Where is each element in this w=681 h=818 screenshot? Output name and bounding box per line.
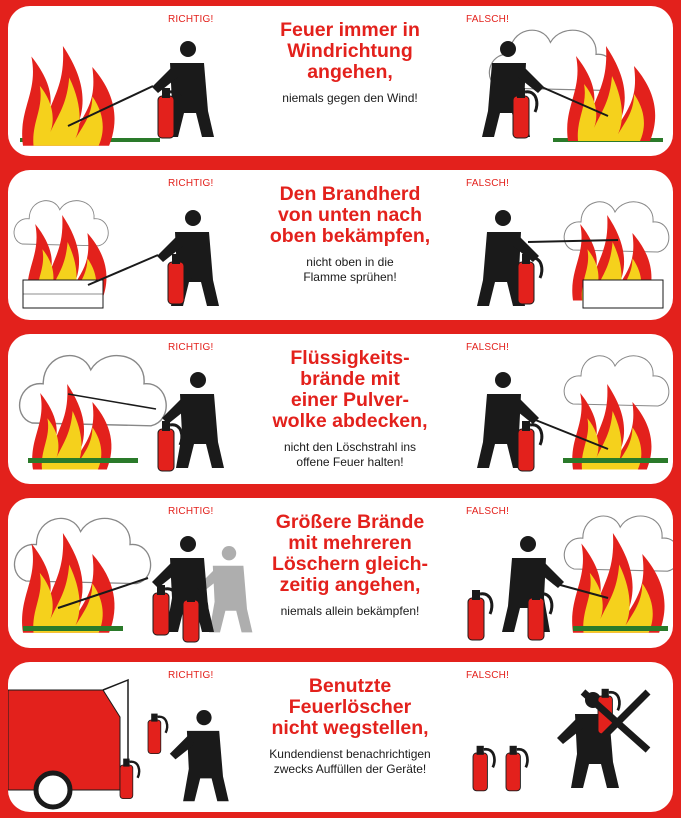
correct-label: RICHTIG! — [168, 506, 214, 517]
rule-panel-5: RICHTIG! FALSCH! Benutzte Feuerlöscher n… — [8, 662, 673, 812]
rule-illustration — [8, 678, 651, 810]
rule-subtitle: niemals allein bekämpfen! — [280, 604, 420, 618]
rule-illustration — [13, 200, 670, 309]
wrong-label: FALSCH! — [466, 178, 510, 189]
wrong-label: FALSCH! — [466, 14, 510, 25]
rule-subtitle: nicht den Löschstrahl ins offene Feuer h… — [283, 440, 417, 469]
correct-label: RICHTIG! — [168, 178, 214, 189]
rule-title: Den Brandherd von unten nach oben bekämp… — [269, 183, 431, 247]
rule-illustration — [13, 515, 673, 644]
rule-panel-3: RICHTIG! FALSCH! Flüssigkeits- brände mi… — [8, 334, 673, 484]
rule-subtitle: nicht oben in die Flamme sprühen! — [303, 255, 397, 284]
wrong-label: FALSCH! — [466, 670, 510, 681]
rule-title: Benutzte Feuerlöscher nicht wegstellen, — [271, 675, 429, 739]
correct-label: RICHTIG! — [168, 342, 214, 353]
correct-label: RICHTIG! — [168, 670, 214, 681]
rule-panel-2: RICHTIG! FALSCH! Den Brandherd von unten… — [8, 170, 673, 320]
rule-illustration — [18, 354, 670, 473]
correct-label: RICHTIG! — [168, 14, 214, 25]
rule-title: Feuer immer in Windrichtung angehen, — [280, 19, 420, 83]
rule-title: Flüssigkeits- brände mit einer Pulver- w… — [272, 347, 428, 432]
rule-illustration — [20, 29, 663, 146]
wrong-label: FALSCH! — [466, 506, 510, 517]
rule-title: Größere Brände mit mehreren Löschern gle… — [271, 511, 429, 596]
rule-panel-4: RICHTIG! FALSCH! Größere Brände mit mehr… — [8, 498, 673, 648]
wrong-label: FALSCH! — [466, 342, 510, 353]
rule-subtitle: niemals gegen den Wind! — [282, 91, 418, 105]
rule-subtitle: Kundendienst benachrichtigen zwecks Auff… — [269, 747, 431, 776]
rule-panel-1: RICHTIG! FALSCH! Feuer immer in Windrich… — [8, 6, 673, 156]
